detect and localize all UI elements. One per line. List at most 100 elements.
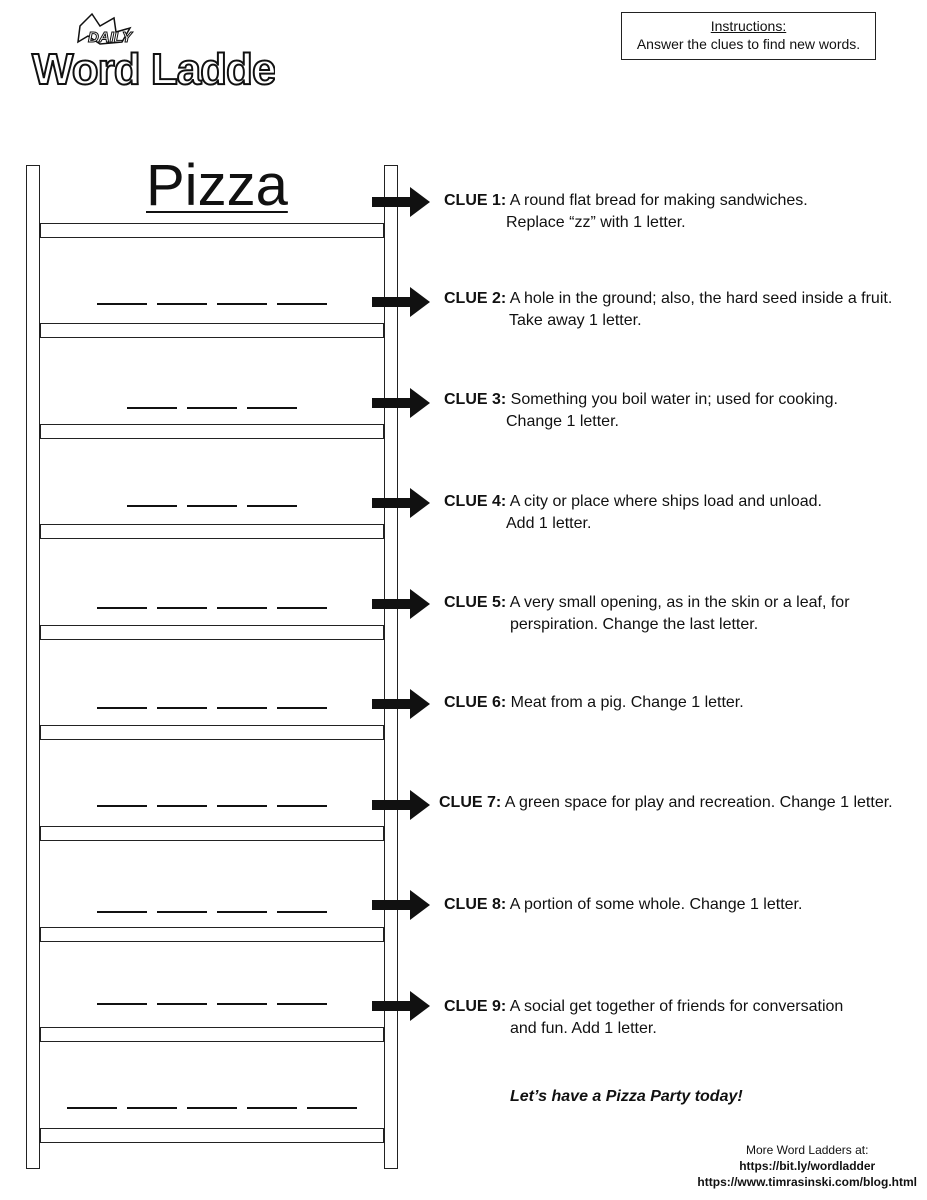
answer-blanks-7[interactable] (97, 910, 327, 913)
arrow-right-icon (372, 790, 430, 820)
closing-message: Let’s have a Pizza Party today! (510, 1088, 743, 1105)
ladder-rung (40, 826, 384, 841)
ladder-rung (40, 424, 384, 439)
answer-blanks-3[interactable] (127, 504, 297, 507)
clue-label: CLUE 7: (439, 794, 502, 811)
letter-blank[interactable] (97, 302, 147, 305)
letter-blank[interactable] (97, 1002, 147, 1005)
clue-text: A city or place where ships load and unl… (506, 493, 822, 510)
footer-link-blog[interactable]: https://www.timrasinski.com/blog.html (697, 1175, 917, 1189)
ladder-rung (40, 625, 384, 640)
footer-link-bitly[interactable]: https://bit.ly/wordladder (739, 1159, 876, 1173)
letter-blank[interactable] (187, 1106, 237, 1109)
clue-4: CLUE 4: A city or place where ships load… (444, 491, 822, 535)
letter-blank[interactable] (187, 504, 237, 507)
letter-blank[interactable] (217, 606, 267, 609)
answer-blanks-4[interactable] (97, 606, 327, 609)
letter-blank[interactable] (217, 910, 267, 913)
instructions-box: Instructions: Answer the clues to find n… (621, 12, 876, 60)
letter-blank[interactable] (277, 706, 327, 709)
clue-instruction: Add 1 letter. (506, 515, 592, 532)
ladder-rung (40, 1128, 384, 1143)
letter-blank[interactable] (157, 706, 207, 709)
clue-instruction: Change 1 letter. (506, 413, 619, 430)
clue-instruction: perspiration. Change the last letter. (510, 616, 759, 633)
letter-blank[interactable] (277, 804, 327, 807)
letter-blank[interactable] (97, 606, 147, 609)
letter-blank[interactable] (217, 1002, 267, 1005)
arrow-right-icon (372, 991, 430, 1021)
letter-blank[interactable] (247, 406, 297, 409)
answer-blanks-6[interactable] (97, 804, 327, 807)
ladder-rung (40, 223, 384, 238)
logo-main-text: Word Ladders (32, 45, 275, 92)
answer-blanks-1[interactable] (97, 302, 327, 305)
arrow-right-icon (372, 689, 430, 719)
arrow-right-icon (372, 488, 430, 518)
clue-label: CLUE 6: (444, 694, 507, 711)
letter-blank[interactable] (277, 910, 327, 913)
letter-blank[interactable] (157, 910, 207, 913)
word-ladders-logo: DAILY Word Ladders (31, 12, 275, 92)
arrow-right-icon (372, 388, 430, 418)
letter-blank[interactable] (97, 910, 147, 913)
answer-blanks-8[interactable] (97, 1002, 327, 1005)
letter-blank[interactable] (97, 804, 147, 807)
letter-blank[interactable] (157, 804, 207, 807)
clue-instruction: and fun. Add 1 letter. (510, 1020, 657, 1037)
letter-blank[interactable] (157, 1002, 207, 1005)
clue-label: CLUE 3: (444, 391, 507, 408)
arrow-right-icon (372, 287, 430, 317)
clue-text: A round flat bread for making sandwiches… (506, 192, 808, 209)
letter-blank[interactable] (217, 804, 267, 807)
ladder-rung (40, 1027, 384, 1042)
clue-text: A green space for play and recreation. C… (501, 794, 893, 811)
ladder-rung (40, 323, 384, 338)
letter-blank[interactable] (157, 302, 207, 305)
letter-blank[interactable] (217, 706, 267, 709)
letter-blank[interactable] (277, 302, 327, 305)
clue-label: CLUE 2: (444, 290, 507, 307)
letter-blank[interactable] (127, 504, 177, 507)
ladder-rung (40, 927, 384, 942)
ladder-rung (40, 524, 384, 539)
letter-blank[interactable] (277, 606, 327, 609)
answer-blanks-2[interactable] (127, 406, 297, 409)
ladder-rung (40, 725, 384, 740)
letter-blank[interactable] (277, 1002, 327, 1005)
clue-label: CLUE 9: (444, 998, 507, 1015)
footer: More Word Ladders at: https://bit.ly/wor… (697, 1142, 917, 1190)
clue-6: CLUE 6: Meat from a pig. Change 1 letter… (444, 692, 744, 714)
letter-blank[interactable] (187, 406, 237, 409)
letter-blank[interactable] (67, 1106, 117, 1109)
instructions-title: Instructions: (710, 18, 787, 34)
footer-heading: More Word Ladders at: (745, 1143, 869, 1157)
start-word: Pizza (146, 153, 288, 218)
letter-blank[interactable] (247, 1106, 297, 1109)
clue-text: Meat from a pig. Change 1 letter. (506, 694, 744, 711)
clue-label: CLUE 4: (444, 493, 507, 510)
clue-7: CLUE 7: A green space for play and recre… (439, 792, 893, 814)
letter-blank[interactable] (127, 406, 177, 409)
arrow-right-icon (372, 589, 430, 619)
logo-small-text: DAILY (88, 29, 134, 46)
clue-instruction: Replace “zz” with 1 letter. (506, 214, 686, 231)
answer-blanks-5[interactable] (97, 706, 327, 709)
clue-text: Something you boil water in; used for co… (506, 391, 838, 408)
clue-text: A social get together of friends for con… (506, 998, 844, 1015)
arrow-right-icon (372, 187, 430, 217)
letter-blank[interactable] (127, 1106, 177, 1109)
clue-label: CLUE 1: (444, 192, 507, 209)
letter-blank[interactable] (217, 302, 267, 305)
clue-9: CLUE 9: A social get together of friends… (444, 996, 843, 1040)
letter-blank[interactable] (307, 1106, 357, 1109)
letter-blank[interactable] (247, 504, 297, 507)
instructions-text: Answer the clues to find new words. (636, 36, 861, 52)
clue-2: CLUE 2: A hole in the ground; also, the … (444, 288, 892, 332)
letter-blank[interactable] (97, 706, 147, 709)
ladder-right-rail (384, 165, 398, 1169)
answer-blanks-9[interactable] (67, 1106, 357, 1109)
letter-blank[interactable] (157, 606, 207, 609)
clue-5: CLUE 5: A very small opening, as in the … (444, 592, 850, 636)
clue-text: A portion of some whole. Change 1 letter… (506, 896, 803, 913)
